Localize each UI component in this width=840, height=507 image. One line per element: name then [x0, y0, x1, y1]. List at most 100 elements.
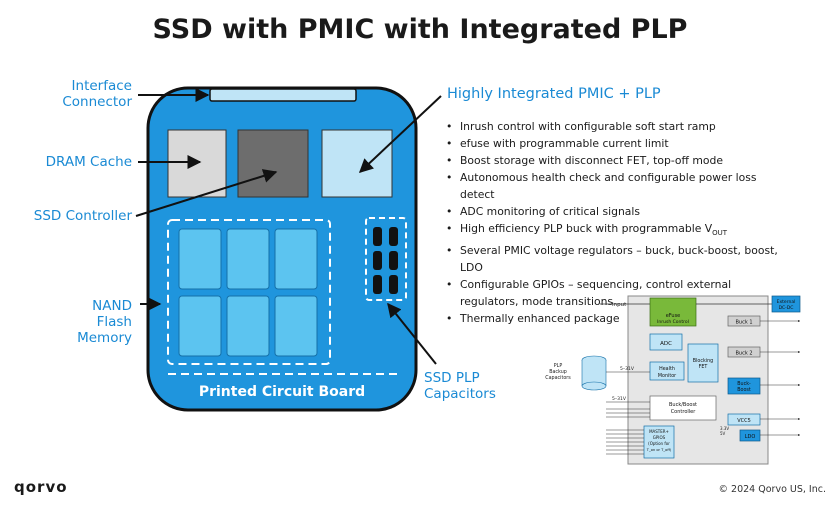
bb-label-2: Boost — [737, 387, 751, 393]
v531-label: 5–31V — [620, 366, 635, 372]
blocking-fet-block — [687, 343, 719, 383]
efuse-label: eFuse — [666, 313, 681, 319]
bbc-label-2: Controller — [671, 409, 697, 415]
blocking-label-1: Blocking — [693, 358, 713, 364]
block-input-label: Input — [612, 302, 627, 308]
feature-item: Autonomous health check and configurable… — [444, 169, 784, 203]
feature-item: Configurable GPIOs – sequencing, control… — [444, 276, 784, 310]
feature-item: Thermally enhanced package — [444, 310, 784, 327]
feature-text: Autonomous health check and configurable… — [460, 171, 757, 201]
callout-plp-line1: SSD PLP — [424, 370, 480, 386]
feature-item: ADC monitoring of critical signals — [444, 203, 784, 220]
buck2-label: Buck 2 — [735, 351, 752, 357]
feature-list: Inrush control with configurable soft st… — [444, 118, 784, 327]
external-dcdc-block — [771, 295, 801, 313]
callout-nand-line3: Memory — [77, 330, 132, 346]
callout-interface-line1: Interface — [71, 78, 132, 94]
vcc5-label: VCC5 — [737, 418, 751, 424]
adc-label: ADC — [660, 341, 672, 347]
nand-chip — [178, 295, 222, 357]
feature-item: Several PMIC voltage regulators – buck, … — [444, 242, 784, 276]
controller-arrow — [135, 169, 278, 217]
gpio-pin-lines — [606, 429, 644, 455]
callout-interface-connector: Interface Connector — [40, 78, 132, 110]
plp-capacitor — [373, 251, 382, 270]
ldo-label: LDO — [745, 434, 756, 440]
pmic-chip — [321, 129, 393, 198]
nand-chip — [274, 228, 318, 290]
feature-text: efuse with programmable current limit — [460, 137, 669, 150]
buckboost-controller-block — [649, 395, 717, 421]
callout-ssd-plp-capacitors: SSD PLP Capacitors — [424, 370, 524, 402]
v5-label: 5V — [720, 431, 726, 436]
callout-nand-flash: NAND Flash Memory — [50, 298, 132, 346]
feature-text: Boost storage with disconnect FET, top-o… — [460, 154, 724, 167]
bb-label-1: Buck- — [737, 381, 751, 387]
ldo-block — [739, 429, 761, 442]
pcb-label: Printed Circuit Board — [199, 384, 365, 400]
plp-capacitor — [389, 275, 398, 294]
backup-cap-body — [582, 360, 606, 386]
feature-text: High efficiency PLP buck with programmab… — [460, 222, 713, 235]
ext-label-2: DC-DC — [779, 305, 794, 311]
callout-nand-line2: Flash — [96, 314, 132, 330]
feature-text: Several PMIC voltage regulators – buck, … — [460, 244, 778, 275]
callout-nand-line1: NAND — [92, 298, 132, 314]
feature-item: Boost storage with disconnect FET, top-o… — [444, 152, 784, 169]
plp-backup-label-2: Backup — [549, 369, 567, 375]
callout-plp-line2: Capacitors — [424, 386, 496, 402]
health-label-2: Monitor — [658, 373, 676, 379]
feature-text-continued: regulators, mode transitions — [460, 295, 614, 309]
ext-label-1: External — [777, 299, 796, 305]
copyright: © 2024 Qorvo US, Inc. — [718, 484, 826, 495]
health-label-1: Health — [659, 366, 675, 372]
plp-capacitors — [373, 227, 398, 294]
feature-text: Inrush control with configurable soft st… — [460, 120, 716, 133]
plp-arrow — [387, 302, 437, 365]
feature-item: efuse with programmable current limit — [444, 135, 784, 152]
gpio-label-4: T_on or T_off) — [646, 448, 672, 452]
feature-subscript: OUT — [712, 229, 728, 238]
callout-dram-cache: DRAM Cache — [45, 154, 132, 170]
pmic-arrow — [358, 95, 442, 173]
efuse-block — [649, 297, 697, 327]
plp-capacitor — [389, 227, 398, 246]
feature-item: High efficiency PLP buck with programmab… — [444, 220, 784, 242]
controller-chip — [237, 129, 309, 198]
blocking-label-2: FET — [699, 364, 708, 370]
plp-cap-region — [365, 217, 407, 301]
interface-connector — [209, 88, 357, 102]
nand-region — [167, 219, 331, 365]
buck1-label: Buck 1 — [735, 320, 752, 326]
feature-text: Configurable GPIOs – sequencing, control… — [460, 278, 732, 292]
nand-chip — [274, 295, 318, 357]
inrush-label: Inrush Control — [657, 319, 689, 325]
nand-chip — [226, 295, 270, 357]
plp-capacitor — [389, 251, 398, 270]
gpio-block — [643, 425, 675, 459]
control-pin-lines — [606, 408, 650, 418]
gpio-label-2: GPIOS — [653, 435, 666, 440]
pmic-heading: Highly Integrated PMIC + PLP — [447, 86, 661, 102]
gpio-label-3: (Option for — [648, 441, 670, 446]
plp-backup-label-3: Capacitors — [545, 375, 571, 381]
plp-backup-label-1: PLP — [554, 363, 563, 369]
feature-item: Inrush control with configurable soft st… — [444, 118, 784, 135]
vcc5-block — [727, 413, 761, 426]
dram-chip — [167, 129, 227, 198]
pmic-block-diagram: Input eFuse Inrush Control External DC-D… — [545, 295, 801, 465]
v531b-label: 5–31V — [612, 396, 627, 402]
callout-interface-line2: Connector — [62, 94, 132, 110]
qorvo-logo: qorvo — [14, 478, 68, 496]
adc-block — [649, 333, 683, 351]
nand-chip-grid — [178, 228, 318, 357]
health-monitor-block — [649, 361, 685, 381]
plp-capacitor — [373, 275, 382, 294]
gpio-label-1: MASTER+ — [649, 429, 669, 434]
buck-boost-block — [727, 377, 761, 395]
feature-text: ADC monitoring of critical signals — [460, 205, 641, 218]
bbc-label-1: Buck/Boost — [669, 402, 697, 408]
nand-chip — [178, 228, 222, 290]
plp-capacitor — [373, 227, 382, 246]
